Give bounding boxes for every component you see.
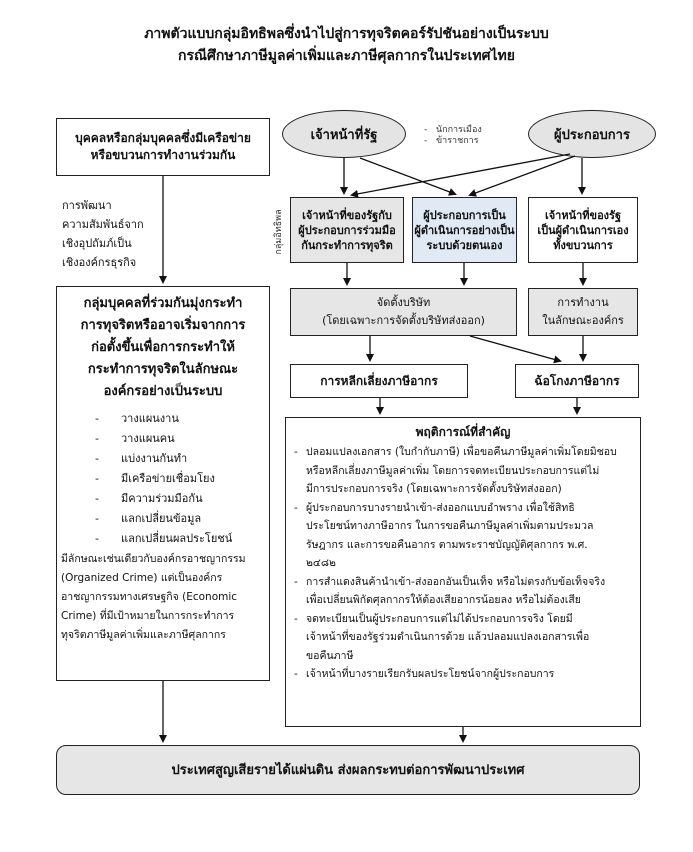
behavior-line: ผู้ประกอบการบางรายนำเข้า-ส่งออกแบบอำพราง…: [306, 501, 575, 514]
main-group-footer-line: อาชญากรรมทางเศรษฐกิจ (Economic: [61, 591, 238, 603]
org-work-box-line-1: การทำงาน: [557, 296, 609, 309]
behavior-line: เจ้าหน้าที่บางรายเรียกรับผลประโยชน์จากผู…: [306, 668, 555, 680]
behavior-line: ๒๔๘๒: [306, 557, 336, 569]
influence-group-label: กลุ่มอิทธิพล: [274, 209, 284, 255]
behavior-line: การสำแดงสินค้านำเข้า-ส่งออกอันเป็นเท็จ ห…: [306, 575, 606, 588]
arrow-entrepreneur-to-box1: [350, 153, 571, 198]
development-note-line: เชิงอุปถัมภ์เป็น: [62, 237, 132, 250]
behavior-line: เจ้าหน้าที่ของรัฐร่วมดำเนินการด้วย แล้วป…: [306, 631, 590, 643]
main-group-box: กลุ่มบุคคลที่ร่วมกันมุ่งกระทำ การทุจริตห…: [56, 286, 270, 681]
group-box-officials-collude: เจ้าหน้าที่ของรัฐกับ ผู้ประกอบการร่วมมือ…: [290, 197, 404, 263]
development-note-line: เชิงองค์กรธุรกิจ: [62, 256, 137, 269]
behavior-item: ผู้ประกอบการบางรายนำเข้า-ส่งออกแบบอำพราง…: [294, 499, 632, 573]
main-group-item: มีความร่วมมือกัน: [61, 489, 265, 509]
group-box-3-line-2: เป็นผู้ดำเนินการเอง: [537, 223, 629, 237]
behavior-line: มีการประกอบการจริง (โดยเฉพาะการจัดตั้งบร…: [306, 483, 562, 495]
group-box-officials-alone: เจ้าหน้าที่ของรัฐ เป็นผู้ดำเนินการเอง ทั…: [528, 197, 638, 263]
group-box-entrepreneur-systematic: ผู้ประกอบการเป็น ผู้ดำเนินการอย่างเป็น ร…: [412, 197, 517, 263]
company-box-line-1: จัดตั้งบริษัท: [376, 296, 431, 309]
arrow-entrepreneur-to-box2: [468, 155, 576, 197]
main-group-footer-line: ทุจริตภาษีมูลค่าเพิ่มและภาษีศุลกากร: [61, 629, 226, 641]
title-line-2: กรณีศึกษาภาษีมูลค่าเพิ่มและภาษีศุลกากรใน…: [178, 48, 515, 64]
main-group-item: วางแผนคน: [61, 429, 265, 449]
network-box-line-1: บุคคลหรือกลุ่มบุคคลซึ่งมีเครือข่าย: [75, 131, 251, 145]
entrepreneur-ellipse: ผู้ประกอบการ: [528, 110, 656, 158]
official-type-item: นักการเมือง: [424, 125, 482, 136]
development-note-line: ความสัมพันธ์จาก: [62, 218, 144, 231]
official-ellipse: เจ้าหน้าที่รัฐ: [282, 110, 406, 158]
behavior-line: ขอคืนภาษี: [306, 649, 354, 662]
behavior-item: เจ้าหน้าที่บางรายเรียกรับผลประโยชน์จากผู…: [294, 665, 632, 684]
main-group-heading-line: การทุจริตหรืออาจเริ่มจากการ: [80, 318, 246, 333]
main-group-item: แลกเปลี่ยนผลประโยชน์: [61, 529, 265, 549]
arrow-company-to-fraud: [469, 335, 562, 364]
company-box-line-2: (โดยเฉพาะการจัดตั้งบริษัทส่งออก): [322, 314, 485, 327]
main-group-heading-line: กลุ่มบุคคลที่ร่วมกันมุ่งกระทำ: [83, 296, 243, 311]
group-box-1-line-2: ผู้ประกอบการร่วมมือ: [298, 223, 396, 237]
behavior-item: ปลอมแปลงเอกสาร (ใบกำกับภาษี) เพื่อขอคืนภ…: [294, 443, 632, 499]
main-group-footer-line: มีลักษณะเช่นเดียวกับองค์กรอาชญากรรม: [61, 553, 246, 565]
tax-fraud-box: ฉ้อโกงภาษีอากร: [515, 364, 639, 398]
main-group-heading-line: ก่อตั้งขึ้นเพื่อการกระทำให้: [91, 340, 235, 355]
behavior-line: ประโยชน์ทางภาษีอากร ในการขอคืนภาษีมูลค่า…: [306, 520, 594, 532]
arrow-official-to-box2: [359, 157, 457, 196]
behavior-line: รัษฎากร และการขอคืนอากร ตามพระราชบัญญัติ…: [306, 538, 588, 551]
main-group-heading-line: องค์กรอย่างเป็นระบบ: [103, 384, 223, 399]
group-box-2-line-3: ระบบด้วยตนเอง: [426, 238, 503, 252]
main-group-heading-line: กระทำการทุจริตในลักษณะ: [87, 362, 239, 377]
network-box: บุคคลหรือกลุ่มบุคคลซึ่งมีเครือข่าย หรือข…: [56, 118, 270, 176]
development-note: การพัฒนา ความสัมพันธ์จาก เชิงอุปถัมภ์เป็…: [62, 196, 162, 272]
company-box: จัดตั้งบริษัท (โดยเฉพาะการจัดตั้งบริษัทส…: [290, 288, 517, 336]
behaviors-heading: พฤติการณ์ที่สำคัญ: [415, 425, 511, 439]
org-work-box: การทำงาน ในลักษณะองค์กร: [528, 288, 638, 336]
title-line-1: ภาพตัวแบบกลุ่มอิทธิพลซึ่งนำไปสู่การทุจริ…: [144, 26, 549, 42]
main-group-footer-line: Crime) ที่มีเป้าหมายในการกระทำการ: [61, 610, 235, 622]
result-box: ประเทศสูญเสียรายได้แผ่นดิน ส่งผลกระทบต่อ…: [56, 745, 640, 795]
main-group-heading: กลุ่มบุคคลที่ร่วมกันมุ่งกระทำ การทุจริตห…: [61, 293, 265, 403]
main-group-footer: มีลักษณะเช่นเดียวกับองค์กรอาชญากรรม (Org…: [61, 550, 265, 645]
behaviors-list: ปลอมแปลงเอกสาร (ใบกำกับภาษี) เพื่อขอคืนภ…: [294, 443, 632, 684]
behavior-line: จดทะเบียนเป็นผู้ประกอบการแต่ไม่ได้ประกอบ…: [306, 612, 573, 625]
main-group-items: วางแผนงาน วางแผนคน แบ่งงานกันทำ มีเครือข…: [61, 409, 265, 549]
behavior-item: การสำแดงสินค้านำเข้า-ส่งออกอันเป็นเท็จ ห…: [294, 573, 632, 610]
official-types-list: นักการเมือง ข้าราชการ: [424, 125, 482, 147]
group-box-2-line-2: ผู้ดำเนินการอย่างเป็น: [414, 223, 515, 237]
main-group-item: แลกเปลี่ยนข้อมูล: [61, 509, 265, 529]
group-box-1-line-1: เจ้าหน้าที่ของรัฐกับ: [302, 208, 392, 222]
behavior-line: ปลอมแปลงเอกสาร (ใบกำกับภาษี) เพื่อขอคืนภ…: [306, 446, 617, 458]
network-box-line-2: หรือขบวนการทำงานร่วมกัน: [90, 148, 236, 162]
group-box-2-line-1: ผู้ประกอบการเป็น: [423, 208, 506, 222]
group-box-3-line-1: เจ้าหน้าที่ของรัฐ: [544, 208, 622, 222]
group-box-3-line-3: ทั้งขบวนการ: [553, 238, 613, 252]
main-group-item: แบ่งงานกันทำ: [61, 449, 265, 469]
tax-avoidance-box: การหลีกเลี่ยงภาษีอากร: [290, 364, 468, 398]
org-work-box-line-2: ในลักษณะองค์กร: [542, 314, 624, 327]
group-box-1-line-3: กันกระทำการทุจริต: [301, 238, 393, 252]
main-group-item: มีเครือข่ายเชื่อมโยง: [61, 469, 265, 489]
behavior-line: หรือหลีกเลี่ยงภาษีมูลค่าเพิ่ม โดยการจดทะ…: [306, 464, 600, 477]
development-note-line: การพัฒนา: [62, 199, 112, 212]
official-type-item: ข้าราชการ: [424, 136, 482, 147]
main-group-footer-line: (Organized Crime) แต่เป็นองค์กร: [61, 572, 223, 584]
behavior-line: เพื่อเปลี่ยนพิกัดศุลกากรให้ต้องเสียอากรน…: [306, 594, 581, 606]
main-group-item: วางแผนงาน: [61, 409, 265, 429]
behaviors-box: พฤติการณ์ที่สำคัญ ปลอมแปลงเอกสาร (ใบกำกั…: [285, 417, 641, 727]
behavior-item: จดทะเบียนเป็นผู้ประกอบการแต่ไม่ได้ประกอบ…: [294, 610, 632, 666]
